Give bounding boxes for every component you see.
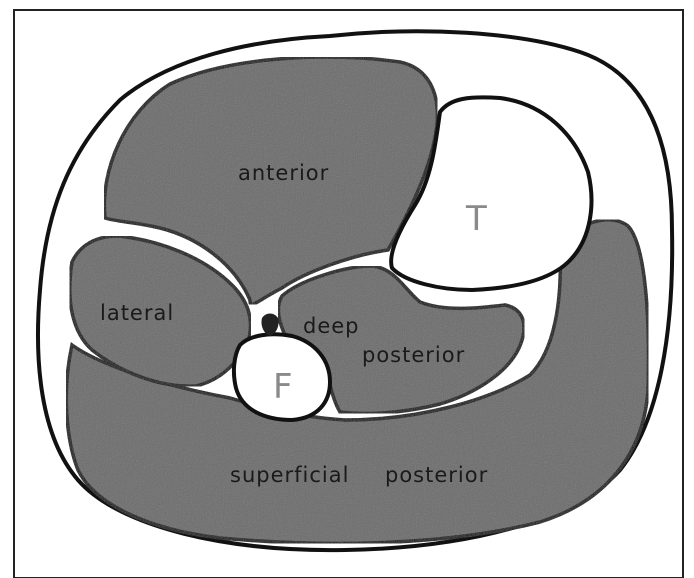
label-fibula: F (273, 367, 293, 407)
label-superficial-posterior: posterior (385, 463, 488, 487)
label-tibia: T (465, 199, 487, 239)
label-lateral: lateral (100, 301, 174, 325)
label-deep-posterior: posterior (362, 343, 465, 367)
label-deep: deep (303, 314, 360, 338)
label-superficial: superficial (230, 463, 349, 487)
label-anterior: anterior (238, 161, 329, 185)
